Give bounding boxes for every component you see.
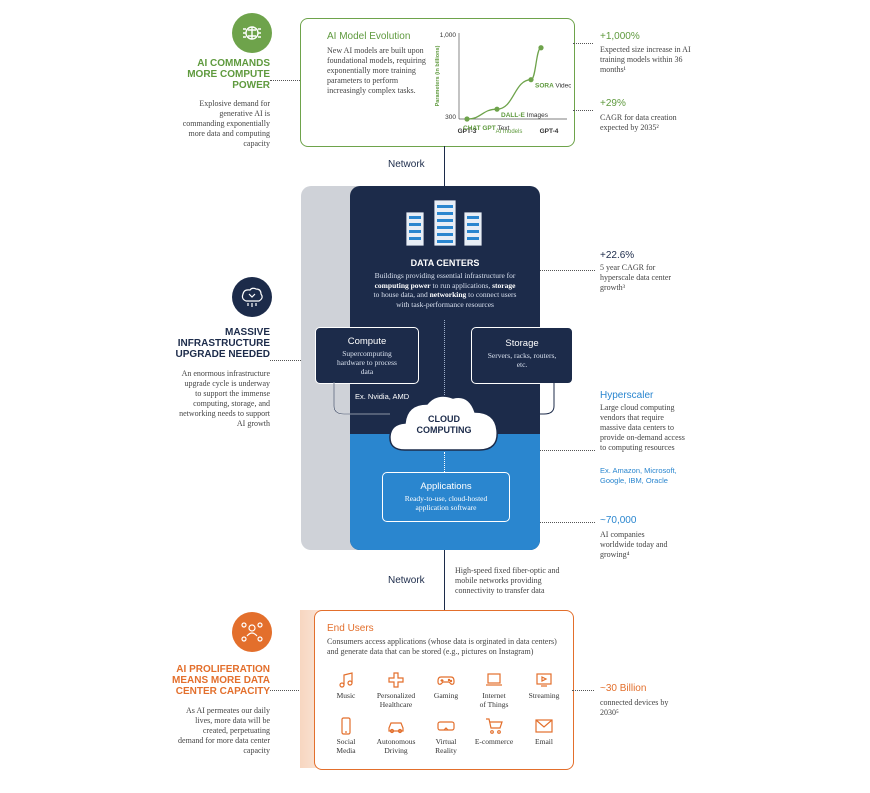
stat-model-size: +1,000%: [600, 31, 640, 42]
evolution-curve: [466, 47, 542, 120]
end-user-music: Music: [321, 671, 371, 700]
stat-connected-devices-desc: connected devices by 2030⁵: [600, 698, 669, 717]
model-evolution-desc: New AI models are built upon foundationa…: [327, 46, 426, 95]
car-icon: [388, 722, 404, 734]
stat-ai-companies: ~70,000: [600, 515, 637, 526]
storage-desc: Servers, racks, routers, etc.: [487, 351, 557, 369]
network-desc: High-speed fixed fiber-optic and mobile …: [455, 566, 560, 595]
proliferation-title: AI PROLIFERATION MEANS MORE DATA CENTER …: [172, 664, 270, 697]
stat-ai-companies-desc: AI companies worldwide today and growing…: [600, 530, 668, 559]
brain-chip-icon: [243, 26, 261, 40]
end-user-label: E-commerce: [474, 737, 514, 746]
applications-box: Applications Ready-to-use, cloud-hosted …: [382, 472, 510, 522]
end-user-label: Gaming: [433, 691, 459, 700]
data-centers-title: DATA CENTERS: [410, 258, 480, 268]
end-user-label: Internet: [482, 691, 506, 700]
music-icon: [339, 672, 353, 688]
stat-connected-devices: ~30 Billion: [600, 683, 647, 694]
end-user-label: of Things: [479, 700, 509, 709]
end-user-e-commerce: E-commerce: [469, 717, 519, 746]
end-user-label: Reality: [435, 746, 457, 755]
laptop-icon: [486, 673, 502, 686]
data-label: SORA Video: [535, 83, 571, 90]
stat-hyperscale-desc: 5 year CAGR for hyperscale data center g…: [600, 263, 672, 292]
gamepad-icon: [437, 676, 455, 685]
model-evolution-title: AI Model Evolution: [327, 31, 411, 42]
end-user-label: Music: [336, 691, 356, 700]
end-users-desc: Consumers access applications (whose dat…: [327, 637, 557, 656]
end-user-label: Social: [336, 737, 356, 746]
stat-data-creation: +29%: [600, 98, 626, 109]
envelope-icon: [535, 719, 553, 733]
infrastructure-title: MASSIVE INFRASTRUCTURE UPGRADE NEEDED: [175, 327, 270, 360]
data-point: [464, 116, 470, 122]
end-user-email: Email: [519, 717, 569, 746]
compute-box: Compute Supercomputing hardware to proce…: [315, 327, 419, 384]
ai-commands-title: AI COMMANDS MORE COMPUTE POWER: [187, 58, 270, 91]
data-label: DALL-E Images: [501, 112, 549, 119]
y-axis-label: Parameters (in billions): [435, 45, 441, 106]
stat-data-creation-desc: CAGR for data creation expected by 2035²: [600, 113, 677, 132]
cart-icon: [486, 718, 503, 734]
end-user-label: Driving: [384, 746, 408, 755]
data-label: CHAT GPT Text: [463, 125, 510, 132]
network-brain-icon-circle: [232, 277, 272, 317]
x-tick-label: GPT-4: [540, 128, 559, 135]
server-racks-icon: [405, 199, 483, 247]
hyperscaler-title: Hyperscaler: [600, 390, 654, 401]
hyperscaler-desc: Large cloud computing vendors that requi…: [600, 403, 685, 452]
ai-model-evolution-box: AI Model Evolution New AI models are bui…: [300, 18, 575, 147]
end-user-gaming: Gaming: [421, 671, 471, 700]
users-icon-circle: [232, 612, 272, 652]
end-user-streaming: Streaming: [519, 671, 569, 700]
end-users-box: End Users Consumers access applications …: [314, 610, 574, 770]
hyperscaler-examples: Ex. Amazon, Microsoft, Google, IBM, Orac…: [600, 466, 677, 485]
brain-chip-icon-circle: [232, 13, 272, 53]
play-screen-icon: [536, 673, 552, 687]
end-user-label: Virtual: [435, 737, 457, 746]
network-label-bottom: Network: [388, 575, 425, 586]
compute-example: Ex. Nvidia, AMD: [355, 392, 410, 401]
healthcare-icon: [388, 672, 404, 688]
storage-title: Storage: [505, 338, 539, 349]
data-centers-desc: Buildings providing essential infrastruc…: [373, 271, 517, 309]
ai-commands-desc: Explosive demand for generative AI is co…: [182, 99, 270, 148]
proliferation-desc: As AI permeates our daily lives, more da…: [178, 706, 270, 755]
y-tick-label: 1,000: [440, 32, 457, 39]
end-user-label: Media: [336, 746, 356, 755]
end-user-label: Streaming: [528, 691, 560, 700]
applications-title: Applications: [420, 481, 472, 492]
y-tick-label: 300: [445, 114, 456, 121]
data-point: [528, 77, 534, 83]
network-brain-icon: [241, 287, 263, 307]
end-user-label: Autonomous: [376, 737, 416, 746]
cloud-computing-label: CLOUD COMPUTING: [416, 414, 472, 435]
ai-model-evolution-chart: 1,000 300 Parameters (in billions) GPT-3 GPT…: [435, 32, 571, 135]
stat-model-size-desc: Expected size increase in AI training mo…: [600, 45, 691, 74]
phone-icon: [341, 717, 351, 735]
data-point: [538, 45, 544, 51]
users-network-icon: [241, 622, 263, 642]
end-user-label: Personalized: [376, 691, 416, 700]
stat-hyperscale: +22.6%: [600, 250, 635, 261]
end-users-title: End Users: [327, 623, 374, 634]
network-label-top: Network: [388, 159, 425, 170]
infrastructure-desc: An enormous infrastructure upgrade cycle…: [179, 369, 270, 428]
data-point: [494, 106, 500, 112]
storage-box: Storage Servers, racks, routers, etc.: [471, 327, 573, 384]
cloud-shape: [389, 395, 498, 451]
x-tick-label: GPT-3: [458, 128, 477, 135]
compute-desc: Supercomputing hardware to process data: [337, 349, 397, 376]
compute-title: Compute: [347, 336, 387, 347]
vr-headset-icon: [437, 721, 455, 731]
x-axis-label: AI models: [496, 129, 523, 135]
end-user-label: Email: [535, 737, 553, 746]
end-user-label: Healthcare: [379, 700, 413, 709]
applications-desc: Ready-to-use, cloud-hosted application s…: [404, 494, 488, 512]
